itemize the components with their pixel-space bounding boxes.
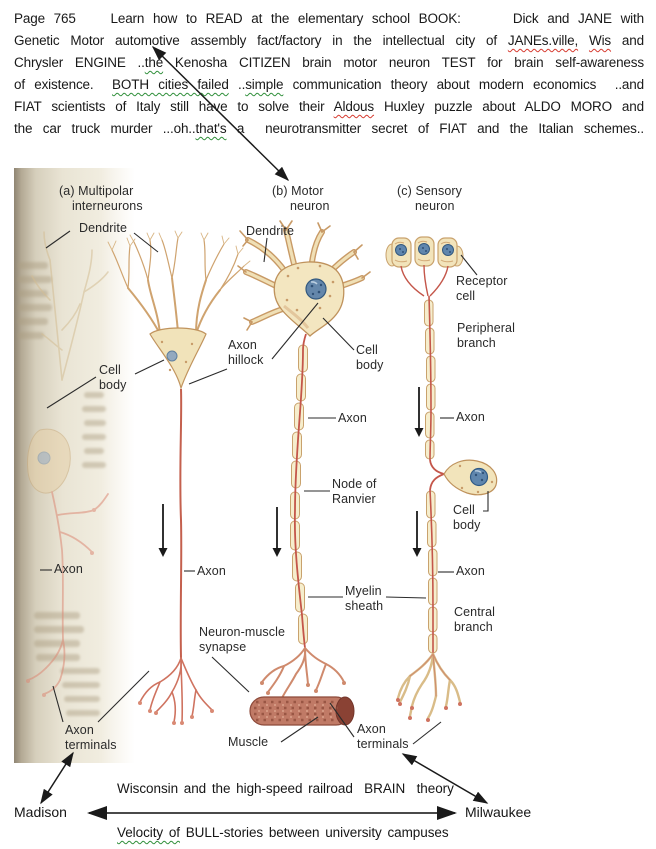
panel-c-subtitle: neuron [415, 199, 455, 213]
label-node-ranvier: Node of Ranvier [332, 477, 377, 506]
label-leader-lines [40, 230, 489, 745]
annotation-line-2: Genetic Motor automotive assembly fact/f… [14, 33, 644, 48]
label-axon-hillock: Axon hillock [228, 338, 264, 367]
label-central-branch: Central branch [454, 605, 495, 634]
interneuron-a-axon-terminals [139, 657, 213, 723]
label-cell-body-a: Cell body [99, 363, 127, 392]
panel-b-title: (b) Motor [272, 184, 324, 198]
annotation-line-1: Page 765 Learn how to READ at the elemen… [14, 11, 644, 26]
annotation-line-6: the car truck murder ...oh..that's a neu… [14, 121, 644, 136]
receptor-cells [391, 236, 458, 268]
label-terminals-mid: Axon terminals [357, 722, 409, 751]
label-dendrite-b: Dendrite [246, 224, 295, 238]
panel-b-subtitle: neuron [290, 199, 330, 213]
motor-axon-terminals [261, 647, 345, 699]
sensory-central-myelin [426, 490, 438, 654]
sensory-neuron-drawing [385, 236, 498, 722]
label-myelin-sheath: Myelin sheath [345, 584, 384, 613]
direction-down-arrows [158, 387, 424, 557]
muscle-drawing [249, 696, 355, 726]
ghost-neuron-drawing [26, 231, 109, 697]
madison-label: Madison [14, 804, 67, 820]
panel-c-title: (c) Sensory [397, 184, 463, 198]
motor-axon-myelin [290, 344, 308, 645]
footer-line-2: Velocity of BULL-stories between univers… [117, 825, 449, 840]
sensory-peripheral-myelin [424, 299, 436, 460]
label-peripheral: Peripheral branch [457, 321, 515, 350]
footer-line-1: Wisconsin and the high-speed railroad BR… [117, 781, 454, 796]
sensory-axon-terminals [396, 652, 462, 720]
label-axon-a: Axon [197, 564, 226, 578]
annotation-arrows [40, 45, 489, 820]
page-gutter-strip [14, 168, 135, 763]
label-terminals-a: Axon terminals [65, 723, 117, 752]
annotation-line-5: FIAT scientists of Italy still have to s… [14, 99, 644, 114]
label-receptor-cell: Receptor cell [456, 274, 508, 303]
ghost-text-smudges [18, 262, 106, 716]
label-muscle: Muscle [228, 735, 269, 749]
arrow-terminals-to-madison [40, 751, 74, 805]
label-cell-body-b: Cell body [356, 343, 384, 372]
label-axon-c1: Axon [456, 410, 485, 424]
annotation-line-3: Chrysler ENGINE ..the Kenosha CITIZEN br… [14, 55, 644, 70]
label-dendrite-a: Dendrite [79, 221, 128, 235]
label-synapse: Neuron-muscle synapse [199, 625, 286, 654]
label-axon-c2: Axon [456, 564, 485, 578]
label-axon-b: Axon [338, 411, 367, 425]
label-cell-body-c: Cell body [453, 503, 481, 532]
label-axon-ghost: Axon [54, 562, 83, 576]
panel-a-subtitle: interneurons [72, 199, 143, 213]
annotation-line-4: of existence. BOTH cities failed ..simpl… [14, 77, 644, 92]
milwaukee-label: Milwaukee [465, 804, 532, 820]
panel-a-title: (a) Multipolar [59, 184, 134, 198]
